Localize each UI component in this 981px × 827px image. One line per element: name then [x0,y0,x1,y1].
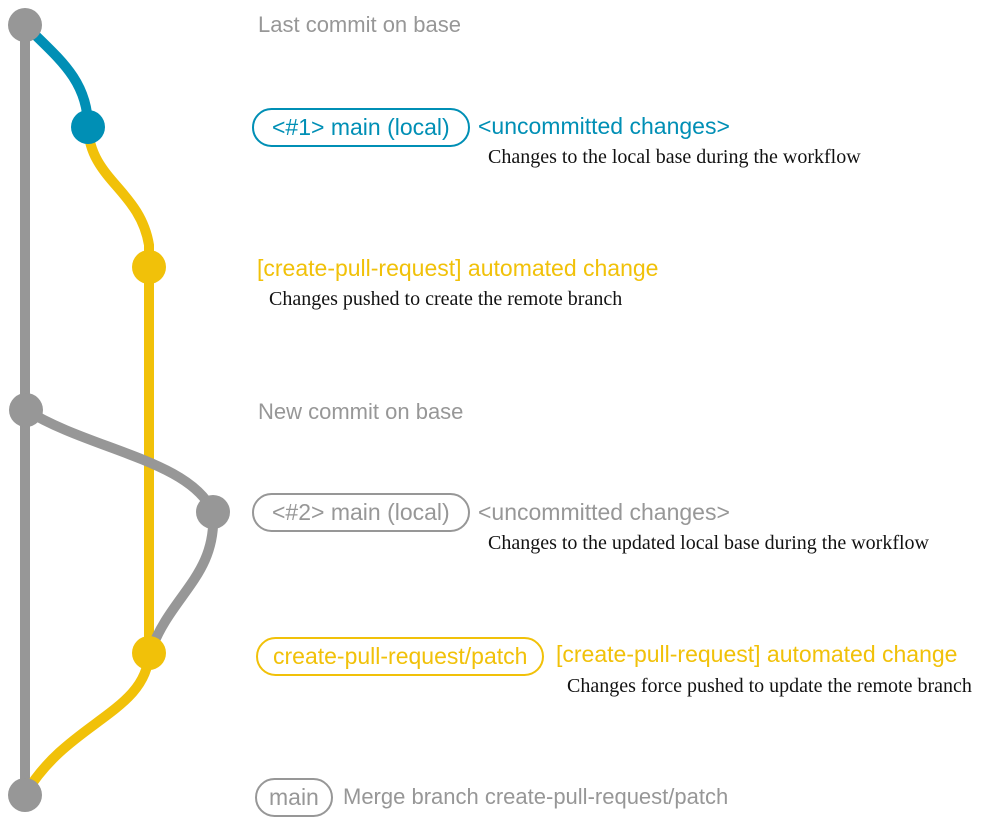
commit-message-uncommitted-2: <uncommitted changes> [478,499,730,525]
local-main-branch-rebase-line [146,507,219,655]
commit-message-merge: Merge branch create-pull-request/patch [343,784,729,809]
commit-dot-automated-change-2 [132,636,166,670]
local-main-branch-line-1 [20,20,93,132]
branch-badge-main-local-2: <#2> main (local) [252,493,470,532]
commit-message-automated-1: [create-pull-request] automated change [257,255,659,281]
commit-dot-last-base [8,8,42,42]
branch-badge-main-local-1: <#1> main (local) [252,108,470,147]
patch-branch-line [83,122,154,658]
commit-dot-main-local-1 [71,110,105,144]
commit-dot-merge [8,778,42,812]
branch-badge-main: main [255,778,333,817]
commit-dot-main-local-2 [196,495,230,529]
commit-message-new-base: New commit on base [258,399,464,424]
annotation-uncommitted-1: Changes to the local base during the wor… [488,146,861,168]
commit-message-last-base: Last commit on base [258,12,461,37]
commit-dot-new-base [9,393,43,427]
annotation-uncommitted-2: Changes to the updated local base during… [488,532,929,554]
commit-message-automated-2: [create-pull-request] automated change [556,641,958,667]
annotation-automated-2: Changes force pushed to update the remot… [567,675,972,697]
commit-message-uncommitted-1: <uncommitted changes> [478,113,730,139]
branch-badge-patch: create-pull-request/patch [256,637,545,676]
patch-branch-merge-line [21,648,154,798]
commit-dot-automated-change-1 [132,250,166,284]
local-main-branch-line-2 [21,405,218,517]
annotation-automated-1: Changes pushed to create the remote bran… [269,288,623,310]
